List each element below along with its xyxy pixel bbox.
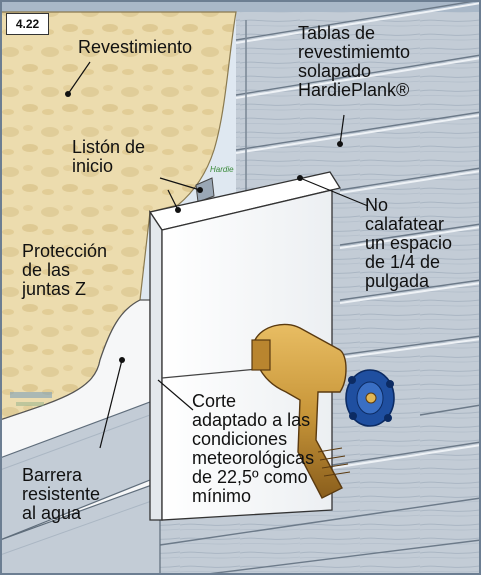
label-corte-adaptado: Corte adaptado a las condiciones meteoro…	[192, 391, 315, 506]
svg-text:Hardie: Hardie	[210, 165, 234, 174]
label-revestimiento: Revestimiento	[78, 37, 193, 57]
leader-dots	[65, 91, 343, 363]
leader-lines	[67, 61, 369, 449]
starter-strip: Hardie	[195, 165, 234, 203]
hose-bib-icon	[251, 323, 395, 499]
label-barrera: Barrera resistente al agua	[22, 465, 101, 523]
figure-number-badge: 4.22	[6, 13, 49, 35]
header-band	[0, 0, 481, 12]
label-proteccion-juntas: Protección de las juntas Z	[22, 241, 108, 299]
label-liston-inicio: Listón de inicio	[72, 137, 146, 176]
barrier-print	[10, 392, 52, 406]
label-no-calafatear: No calafatear un espacio de 1/4 de pulga…	[365, 195, 453, 291]
z-flashing	[148, 171, 342, 521]
label-tablas-revestimiento: Tablas de revestimiemto solapado HardieP…	[298, 23, 411, 100]
